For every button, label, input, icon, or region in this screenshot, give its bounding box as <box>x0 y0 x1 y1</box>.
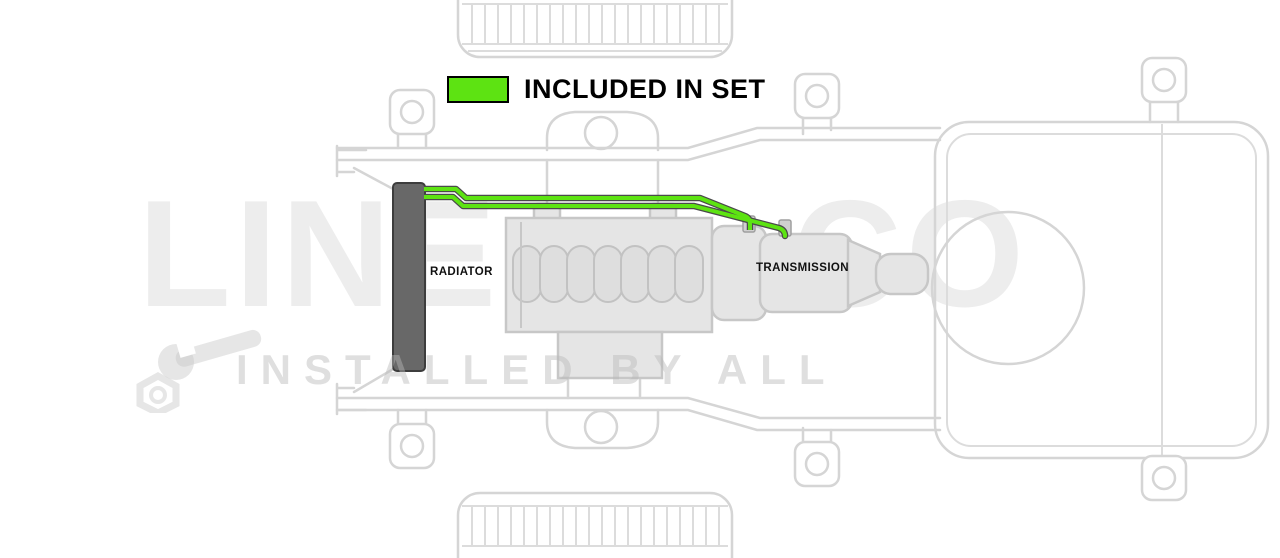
tire-top <box>456 0 734 59</box>
transmission-label: TRANSMISSION <box>756 262 849 274</box>
bracket-top-left <box>388 88 436 150</box>
legend: INCLUDED IN SET <box>447 74 766 105</box>
radiator-label: RADIATOR <box>430 266 493 278</box>
tire-bottom <box>456 491 734 558</box>
radiator <box>392 182 426 372</box>
legend-color-swatch <box>447 76 509 103</box>
bracket-bottom-middle <box>793 426 841 488</box>
engine <box>504 202 714 380</box>
rear-body-outline <box>930 120 1270 460</box>
frame-rails <box>335 110 942 450</box>
bracket-bottom-right <box>1140 454 1188 502</box>
legend-label: INCLUDED IN SET <box>524 74 766 104</box>
watermark-brand-left: LINE <box>138 169 501 339</box>
bracket-top-middle <box>793 72 841 136</box>
bracket-top-right <box>1140 56 1188 124</box>
bracket-bottom-left <box>388 408 436 470</box>
watermark-tagline: INSTALLED BY ALL <box>236 346 838 393</box>
frame-brackets <box>388 56 1188 502</box>
wrench-icon <box>136 329 262 413</box>
transmission-cooler-lines <box>424 185 789 240</box>
